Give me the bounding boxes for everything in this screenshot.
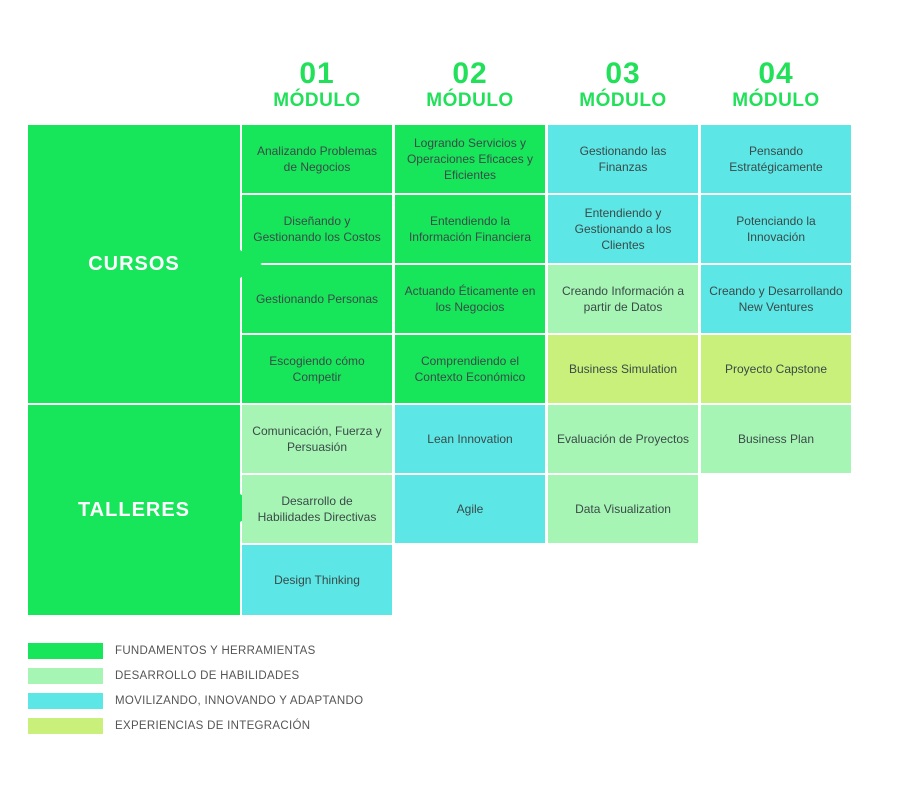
legend-label: DESARROLLO DE HABILIDADES xyxy=(115,670,300,682)
legend-label: EXPERIENCIAS DE INTEGRACIÓN xyxy=(115,720,311,732)
course-cell: Proyecto Capstone xyxy=(701,335,851,403)
course-cell: Gestionando las Finanzas xyxy=(548,125,698,193)
module-header-4: 04 MÓDULO xyxy=(701,58,851,112)
course-cell: Actuando Éticamente en los Negocios xyxy=(395,265,545,333)
workshop-cell: Data Visualization xyxy=(548,475,698,543)
legend-swatch xyxy=(28,643,103,659)
legend-swatch xyxy=(28,693,103,709)
legend-label: FUNDAMENTOS Y HERRAMIENTAS xyxy=(115,645,316,657)
course-cell: Logrando Servicios y Operaciones Eficace… xyxy=(395,125,545,193)
legend-swatch xyxy=(28,668,103,684)
course-cell: Escogiendo cómo Competir xyxy=(242,335,392,403)
legend-item-movilizando: MOVILIZANDO, INNOVANDO Y ADAPTANDO xyxy=(28,693,363,709)
workshop-cell: Agile xyxy=(395,475,545,543)
course-cell: Diseñando y Gestionando los Costos xyxy=(242,195,392,263)
module-number: 01 xyxy=(299,57,335,90)
course-cell: Potenciando la Innovación xyxy=(701,195,851,263)
legend-label: MOVILIZANDO, INNOVANDO Y ADAPTANDO xyxy=(115,695,364,707)
course-cell: Analizando Problemas de Negocios xyxy=(242,125,392,193)
course-cell: Comprendiendo el Contexto Económico xyxy=(395,335,545,403)
row-label-cursos: CURSOS xyxy=(28,125,240,403)
legend-item-integracion: EXPERIENCIAS DE INTEGRACIÓN xyxy=(28,718,310,734)
module-label: MÓDULO xyxy=(426,90,514,111)
workshop-cell: Desarrollo de Habilidades Directivas xyxy=(242,475,392,543)
row-label-text: TALLERES xyxy=(77,498,191,521)
workshop-cell: Business Plan xyxy=(701,405,851,473)
module-header-3: 03 MÓDULO xyxy=(548,58,698,112)
module-number: 04 xyxy=(758,57,794,90)
module-header-2: 02 MÓDULO xyxy=(395,58,545,112)
legend-item-fundamentos: FUNDAMENTOS Y HERRAMIENTAS xyxy=(28,643,316,659)
workshop-cell: Comunicación, Fuerza y Persuasión xyxy=(242,405,392,473)
module-label: MÓDULO xyxy=(273,90,361,111)
legend-item-habilidades: DESARROLLO DE HABILIDADES xyxy=(28,668,300,684)
course-cell: Creando y Desarrollando New Ventures xyxy=(701,265,851,333)
module-number: 03 xyxy=(605,57,641,90)
module-label: MÓDULO xyxy=(732,90,820,111)
legend-swatch xyxy=(28,718,103,734)
course-cell: Entendiendo la Información Financiera xyxy=(395,195,545,263)
workshop-cell: Lean Innovation xyxy=(395,405,545,473)
course-cell: Business Simulation xyxy=(548,335,698,403)
module-number: 02 xyxy=(452,57,488,90)
workshop-cell: Evaluación de Proyectos xyxy=(548,405,698,473)
course-cell: Gestionando Personas xyxy=(242,265,392,333)
module-label: MÓDULO xyxy=(579,90,667,111)
row-label-talleres: TALLERES xyxy=(28,405,240,615)
course-cell: Creando Información a partir de Datos xyxy=(548,265,698,333)
row-label-text: CURSOS xyxy=(88,252,180,275)
module-header-1: 01 MÓDULO xyxy=(242,58,392,112)
course-cell: Pensando Estratégicamente xyxy=(701,125,851,193)
workshop-cell: Design Thinking xyxy=(242,545,392,615)
course-cell: Entendiendo y Gestionando a los Clientes xyxy=(548,195,698,263)
